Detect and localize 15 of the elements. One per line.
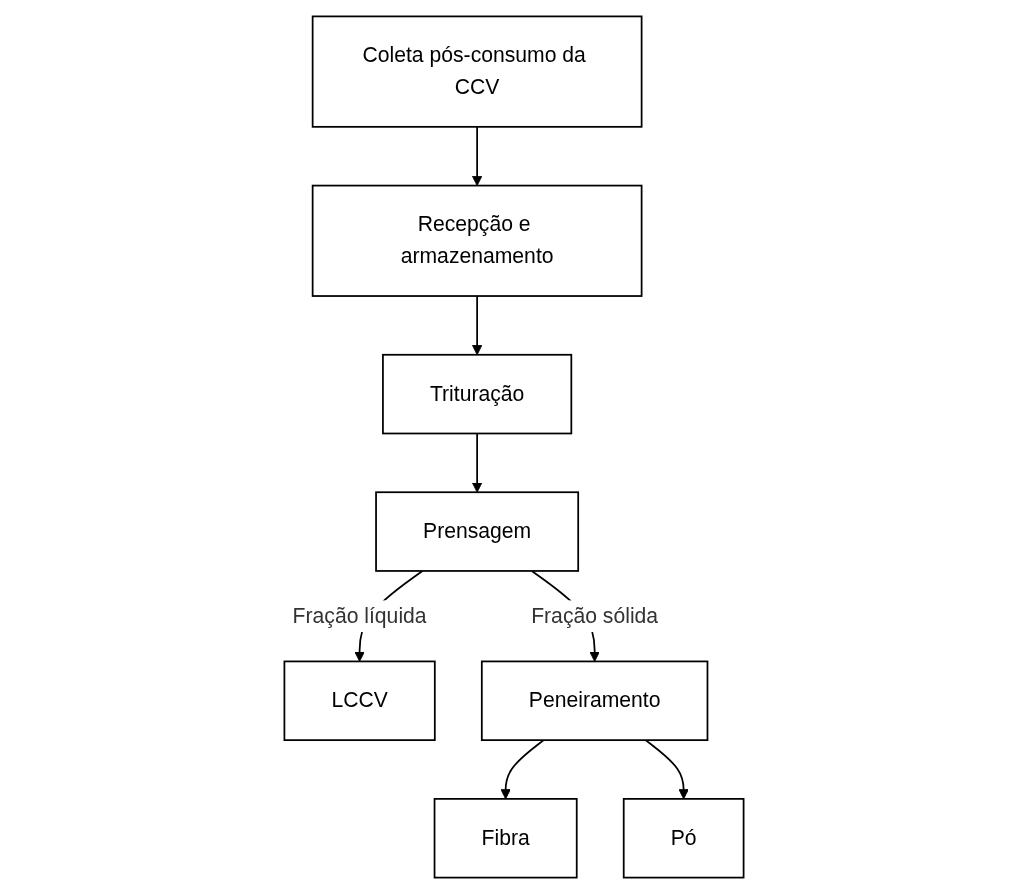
node-box: LCCV [283, 660, 436, 741]
node-box: Coleta pós-consumo da CCV [311, 15, 643, 128]
edge-label: Fração sólida [531, 603, 659, 628]
node-box: Peneiramento [480, 660, 709, 741]
arrow [471, 295, 483, 356]
edge-label: Fração líquida [292, 603, 427, 628]
arrow [644, 739, 689, 800]
node-box: Prensagem [375, 491, 580, 572]
node-box: Pó [622, 798, 745, 879]
node-box: Recepção e armazenamento [311, 184, 643, 297]
node-box: Fibra [433, 798, 578, 879]
arrow [471, 125, 483, 187]
arrow [500, 739, 545, 800]
arrow [471, 432, 483, 493]
node-box: Trituração [382, 353, 573, 435]
